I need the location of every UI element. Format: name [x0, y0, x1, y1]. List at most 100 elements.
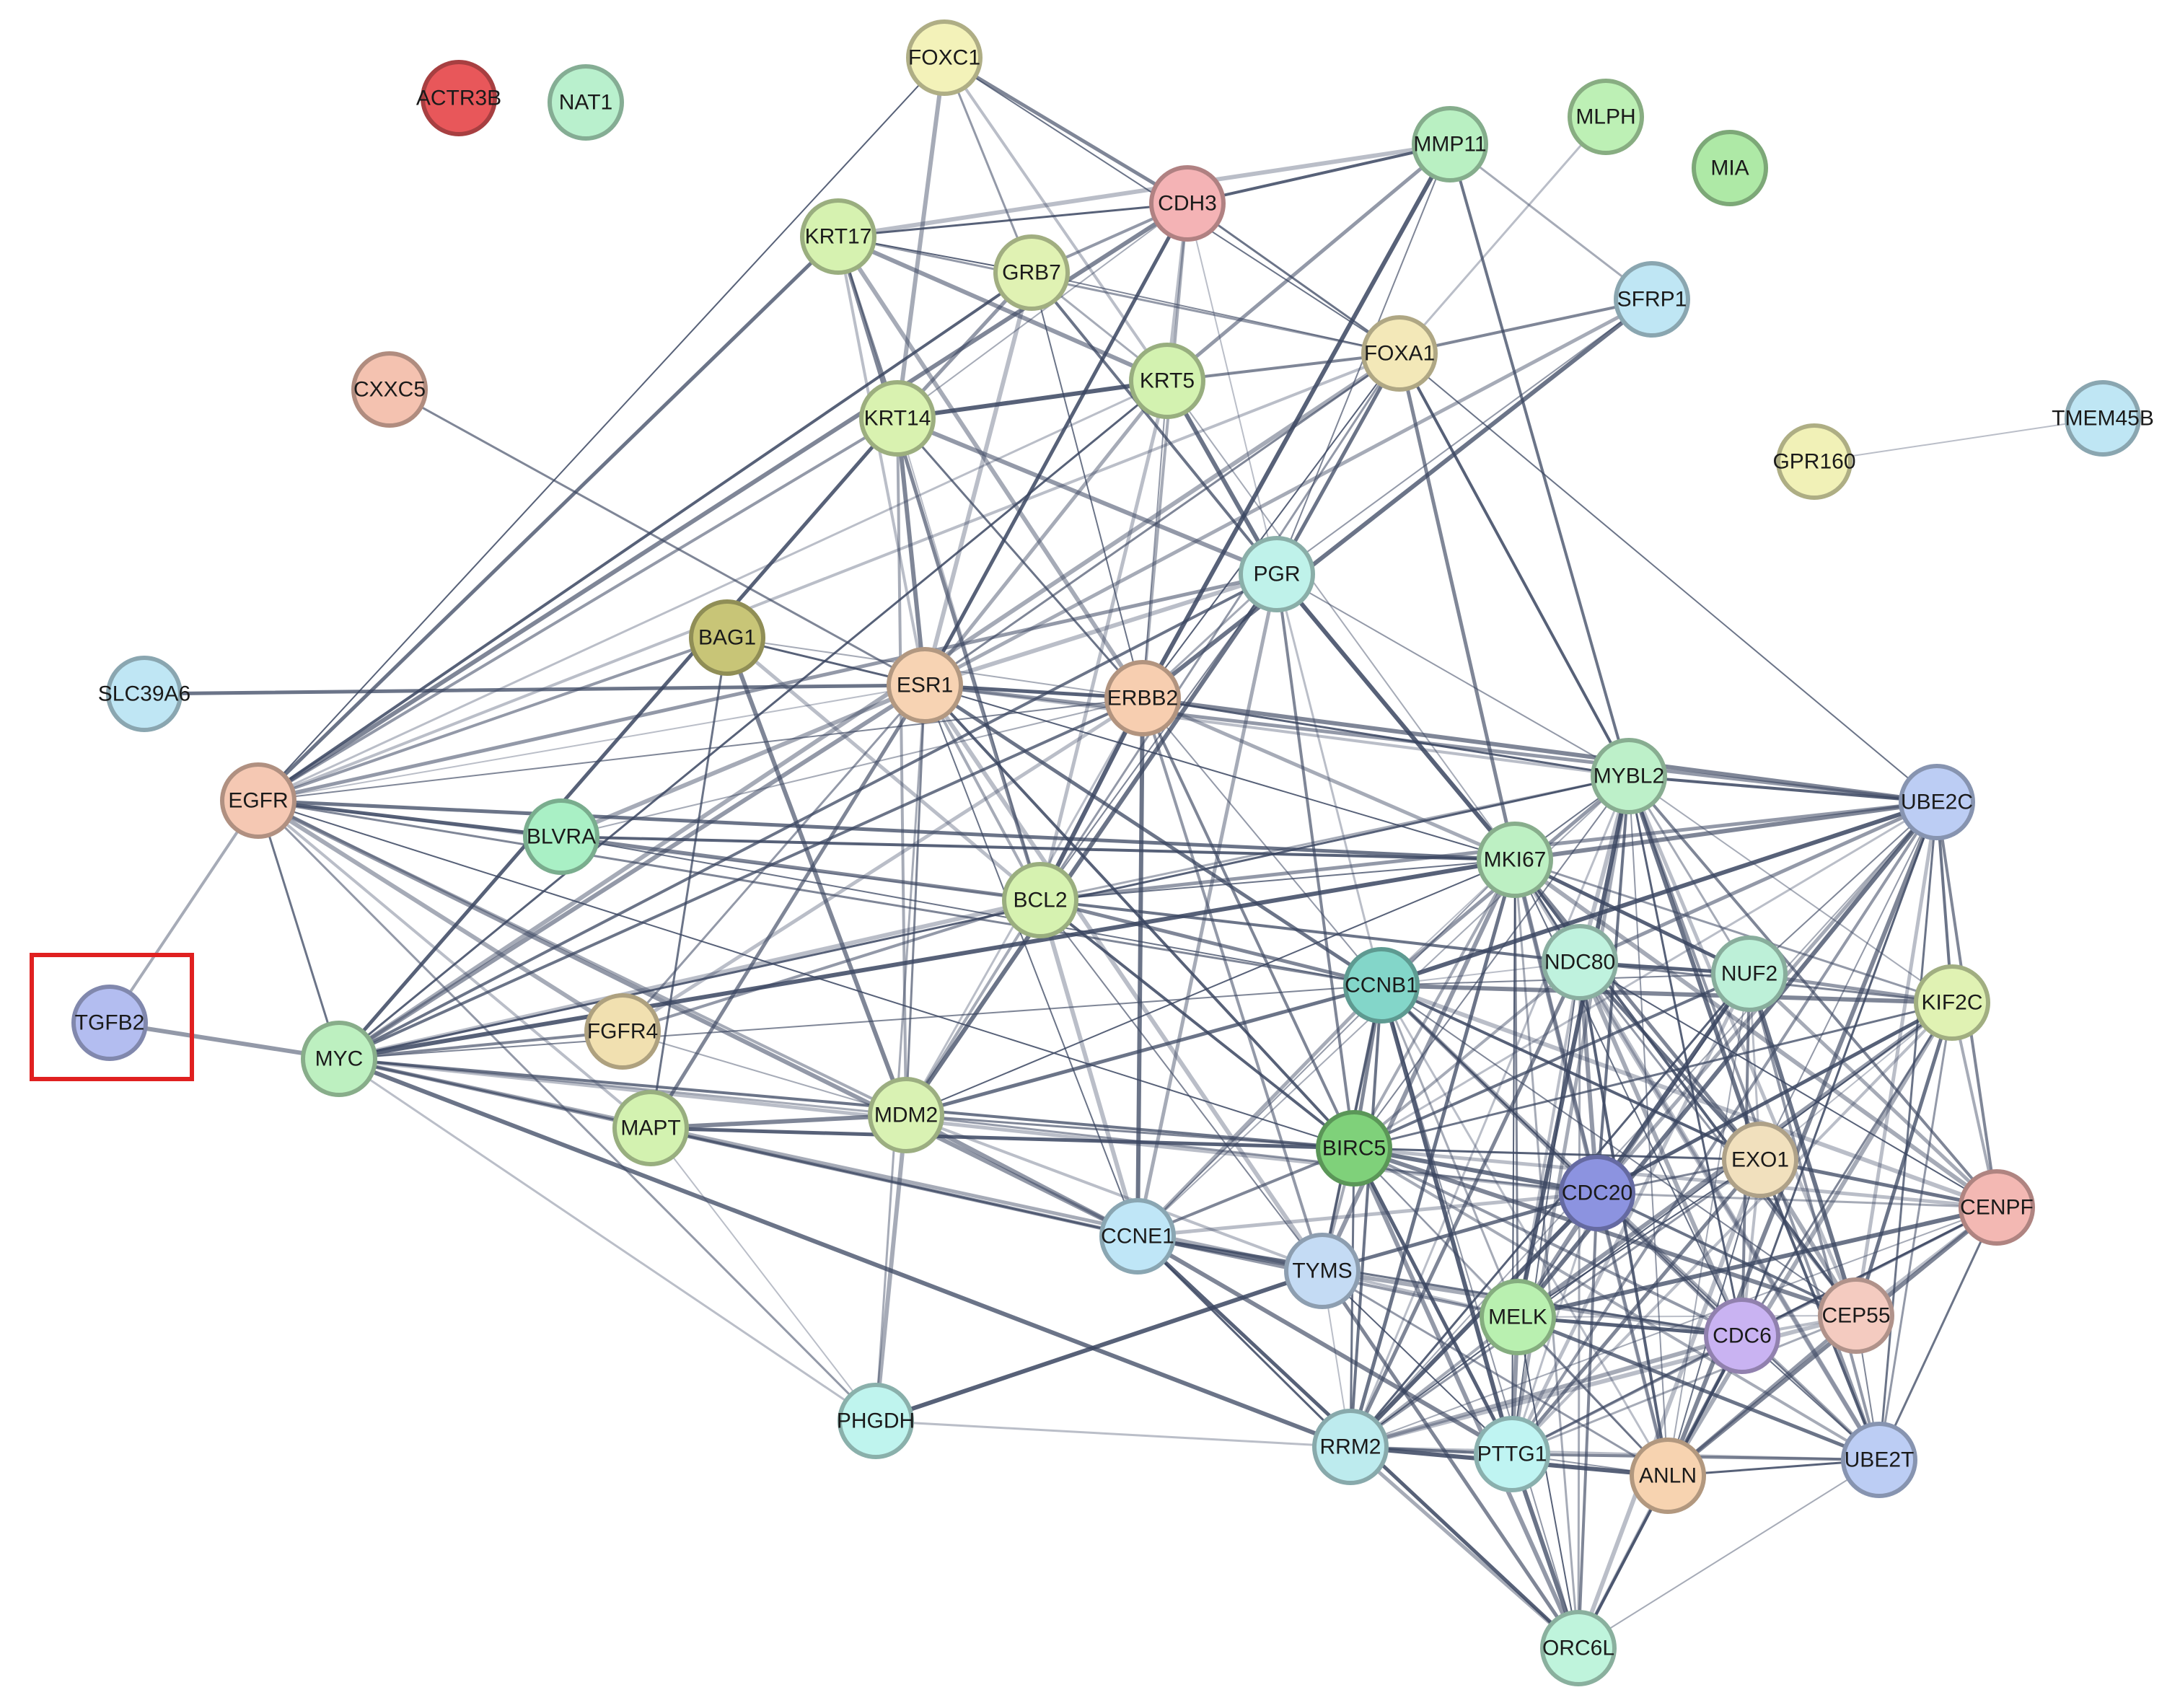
node-rrm2[interactable]: RRM2: [1312, 1409, 1389, 1485]
node-label: NUF2: [1721, 962, 1777, 986]
edge-ube2c-ndc80: [1578, 800, 1939, 964]
node-exo1[interactable]: EXO1: [1722, 1122, 1798, 1198]
edge-pgr-myc: [338, 573, 1278, 1060]
node-egfr[interactable]: EGFR: [220, 762, 296, 839]
node-mapt[interactable]: MAPT: [612, 1090, 689, 1166]
edge-exo1-melk: [1517, 1159, 1761, 1318]
node-anln[interactable]: ANLN: [1630, 1438, 1706, 1514]
edge-cep55-anln: [1666, 1313, 1858, 1478]
node-krt5[interactable]: KRT5: [1129, 343, 1205, 419]
node-ccne1[interactable]: CCNE1: [1099, 1198, 1176, 1275]
node-cep55[interactable]: CEP55: [1818, 1277, 1894, 1354]
node-mdm2[interactable]: MDM2: [868, 1077, 944, 1153]
node-circle: [1542, 924, 1618, 1000]
node-fgfr4[interactable]: FGFR4: [584, 993, 661, 1070]
edge-cenpf-rrm2: [1350, 1207, 1997, 1448]
node-label: CENPF: [1960, 1196, 2034, 1220]
node-birc5[interactable]: BIRC5: [1316, 1110, 1392, 1187]
node-actr3b[interactable]: ACTR3B: [416, 60, 501, 136]
node-slc39a6[interactable]: SLC39A6: [98, 656, 190, 732]
edge-foxc1-krt5: [943, 56, 1169, 382]
node-cdc20[interactable]: CDC20: [1559, 1155, 1635, 1231]
node-label: KRT5: [1140, 369, 1195, 393]
edge-mapt-ccne1: [649, 1127, 1139, 1238]
edge-krt17-foxa1: [837, 235, 1401, 355]
edge-esr1-myc: [337, 683, 927, 1061]
node-ube2c[interactable]: UBE2C: [1899, 764, 1975, 840]
node-mmp11[interactable]: MMP11: [1412, 106, 1488, 182]
edge-myc-mapt: [338, 1058, 651, 1129]
edge-krt5-esr1: [923, 379, 1169, 687]
edge-ndc80-birc5: [1353, 961, 1581, 1150]
edge-ube2c-pttg1: [1511, 801, 1938, 1456]
edge-bag1-egfr: [257, 636, 729, 802]
edge-sfrp1-pgr: [1276, 299, 1653, 575]
node-mki67[interactable]: MKI67: [1477, 822, 1553, 898]
node-cdh3[interactable]: CDH3: [1149, 165, 1226, 242]
edge-krt5-foxa1: [1166, 352, 1401, 382]
node-krt14[interactable]: KRT14: [859, 380, 936, 457]
node-orc6l[interactable]: ORC6L: [1540, 1610, 1617, 1686]
node-cxxc5[interactable]: CXXC5: [351, 351, 428, 428]
edge-myc-fgfr4: [338, 1030, 624, 1060]
node-nat1[interactable]: NAT1: [548, 64, 624, 141]
node-foxc1[interactable]: FOXC1: [906, 19, 983, 96]
node-blvra[interactable]: BLVRA: [523, 798, 599, 875]
edge-mapt-birc5: [649, 1126, 1356, 1150]
highlight-box-tgfb2: [30, 953, 194, 1081]
node-mlph[interactable]: MLPH: [1568, 79, 1644, 155]
node-mia[interactable]: MIA: [1692, 130, 1768, 206]
node-pgr[interactable]: PGR: [1239, 536, 1315, 612]
node-tgfb2[interactable]: TGFB2: [71, 985, 148, 1061]
node-bag1[interactable]: BAG1: [689, 599, 765, 676]
edge-egfr-ccnb1: [257, 799, 1383, 987]
edge-krt5-erbb2: [1142, 380, 1168, 699]
edge-krt5-bcl2: [1038, 379, 1169, 902]
node-foxa1[interactable]: FOXA1: [1361, 315, 1438, 392]
edge-phgdh-rrm2: [874, 1419, 1352, 1448]
edge-mki67-kif2c: [1513, 858, 1953, 1004]
node-tmem45b[interactable]: TMEM45B: [2052, 380, 2154, 457]
edge-cdh3-pgr: [1187, 203, 1278, 575]
node-cenpf[interactable]: CENPF: [1959, 1169, 2035, 1246]
node-gpr160[interactable]: GPR160: [1772, 423, 1856, 500]
node-nuf2[interactable]: NUF2: [1711, 936, 1788, 1012]
edge-esr1-fgfr4: [621, 684, 926, 1033]
edge-erbb2-ccnb1: [1142, 697, 1382, 986]
node-grb7[interactable]: GRB7: [993, 234, 1070, 311]
edge-mdm2-birc5: [905, 1114, 1355, 1150]
edge-mybl2-cep55: [1627, 774, 1858, 1318]
node-melk[interactable]: MELK: [1480, 1279, 1556, 1355]
edge-melk-orc6l: [1517, 1316, 1579, 1649]
node-ndc80[interactable]: NDC80: [1542, 924, 1618, 1000]
node-circle: [1559, 1155, 1635, 1231]
node-pttg1[interactable]: PTTG1: [1474, 1416, 1550, 1492]
node-krt17[interactable]: KRT17: [800, 198, 876, 275]
node-ccnb1[interactable]: CCNB1: [1343, 947, 1420, 1024]
edge-mapt-phgdh: [650, 1127, 876, 1422]
node-esr1[interactable]: ESR1: [887, 647, 963, 723]
node-kif2c[interactable]: KIF2C: [1914, 964, 1990, 1041]
node-myc[interactable]: MYC: [301, 1021, 377, 1097]
edge-myc-cdc20: [337, 1057, 1599, 1195]
edge-foxa1-myc: [337, 351, 1402, 1061]
edge-erbb2-egfr: [258, 697, 1143, 801]
edge-cdc6-rrm2: [1348, 1334, 1744, 1449]
edge-ndc80-rrm2: [1348, 960, 1582, 1449]
node-label: ACTR3B: [416, 87, 501, 110]
edge-ccne1-mki67: [1137, 859, 1516, 1237]
node-bcl2[interactable]: BCL2: [1002, 862, 1078, 938]
node-circle: [1614, 261, 1690, 338]
node-ube2t[interactable]: UBE2T: [1841, 1422, 1917, 1498]
edge-sfrp1-foxa1: [1398, 298, 1653, 355]
edge-krt17-erbb2: [836, 234, 1145, 700]
node-circle: [1591, 738, 1667, 814]
edge-nuf2-anln: [1667, 973, 1750, 1476]
node-circle: [220, 762, 296, 839]
node-sfrp1[interactable]: SFRP1: [1614, 261, 1690, 338]
node-erbb2[interactable]: ERBB2: [1104, 660, 1181, 736]
node-tyms[interactable]: TYMS: [1284, 1233, 1361, 1309]
node-cdc6[interactable]: CDC6: [1704, 1298, 1780, 1374]
node-mybl2[interactable]: MYBL2: [1591, 738, 1667, 814]
node-phgdh[interactable]: PHGDH: [837, 1383, 915, 1459]
